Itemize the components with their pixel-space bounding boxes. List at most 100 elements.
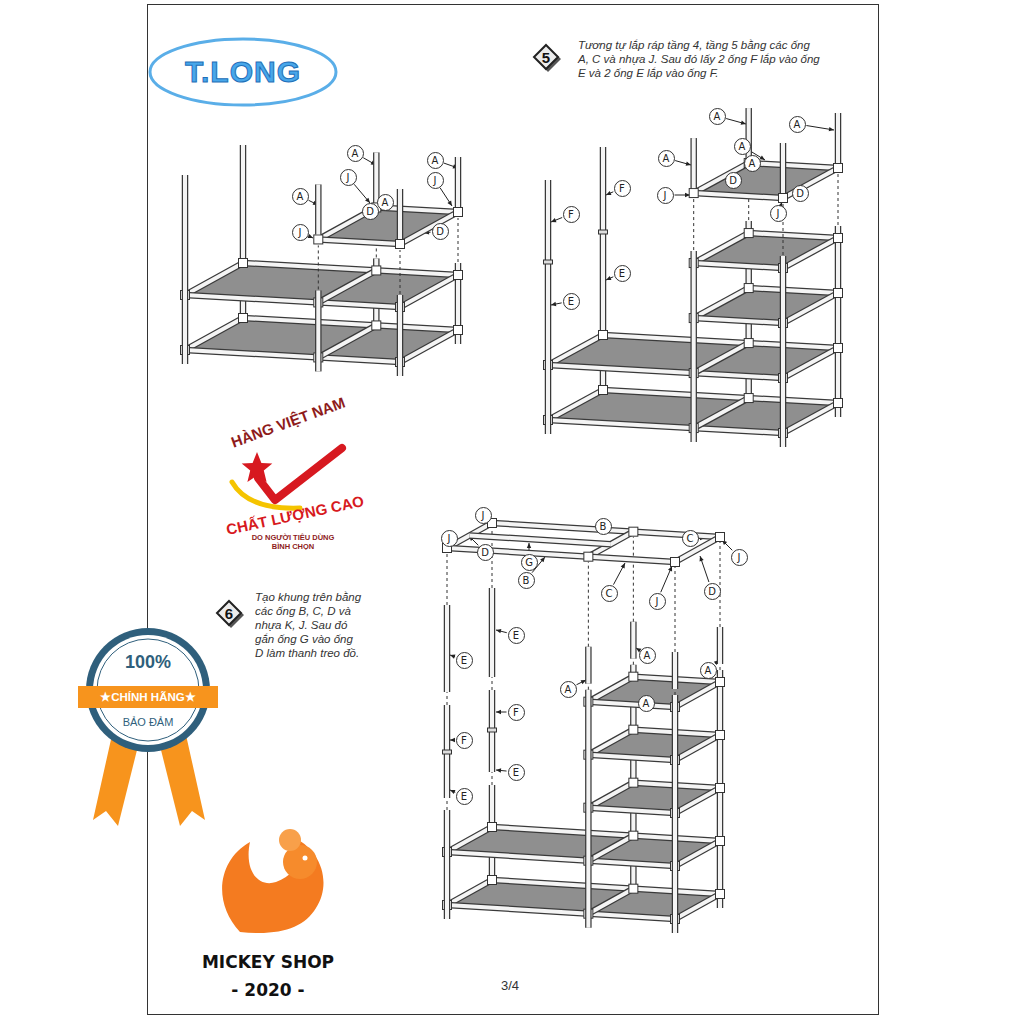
pipe-joint	[443, 750, 452, 754]
tube	[318, 325, 376, 357]
tube	[675, 788, 720, 813]
connector-joint	[744, 284, 753, 293]
tube-outline	[630, 622, 637, 659]
connector-joint	[834, 164, 843, 173]
leader-arrowhead	[686, 162, 691, 166]
tube	[781, 143, 785, 193]
node-text: T.LONG	[185, 55, 301, 89]
leader-arrowhead	[700, 556, 704, 561]
tube	[694, 163, 749, 193]
tube	[400, 212, 458, 244]
tube	[400, 275, 458, 307]
shelf-fabric	[588, 730, 720, 760]
assembly-guide	[720, 664, 721, 670]
tube-outline	[675, 894, 720, 919]
tube-outline	[489, 785, 496, 815]
connector-joint	[834, 289, 843, 298]
connector-joint	[584, 552, 593, 561]
leader-line	[551, 218, 562, 222]
leader-arrowhead	[450, 790, 455, 794]
logo-text: DO NGƯỜI TIÊU DÙNG BÌNH CHỌN	[247, 533, 339, 551]
tube-outline	[780, 143, 787, 193]
tube	[783, 238, 838, 268]
step-number: 5	[533, 44, 559, 70]
assembly-guide	[693, 199, 694, 250]
tube-outline	[492, 827, 720, 841]
tube	[694, 318, 783, 323]
step-number: 6	[216, 600, 242, 626]
tube-outline	[444, 605, 451, 692]
callout-letter: A	[292, 188, 309, 205]
tube-outline	[548, 390, 603, 420]
connector-joint	[239, 314, 248, 323]
tube-outline	[585, 690, 592, 928]
tube	[675, 894, 720, 919]
node-text: 100%	[125, 652, 171, 673]
tube	[749, 163, 838, 168]
tube-outline	[588, 889, 633, 914]
callout-letter: J	[731, 549, 748, 566]
tube	[456, 157, 460, 212]
tube-outline	[717, 627, 724, 664]
tube-outline	[749, 233, 838, 238]
callout-letter: A	[658, 150, 675, 167]
leader-arrowhead	[829, 127, 834, 131]
page-border	[148, 5, 879, 1015]
callout-letter: J	[292, 224, 309, 241]
tube-outline	[588, 755, 675, 760]
assembly-guide	[588, 562, 589, 647]
tube-outline	[447, 852, 675, 866]
tube-outline	[588, 783, 633, 808]
tube-outline	[185, 318, 243, 350]
tube	[548, 420, 783, 433]
connector-joint	[629, 778, 638, 787]
tube-outline	[783, 403, 838, 433]
assembly-guide	[633, 537, 634, 622]
tube-outline	[694, 398, 749, 428]
tube	[692, 138, 696, 188]
tube	[398, 295, 402, 376]
tube	[588, 702, 675, 707]
tube-outline	[749, 288, 838, 293]
connector-joint	[454, 271, 463, 280]
tube	[673, 652, 677, 689]
assembly-guide	[492, 772, 493, 785]
connector-joint	[599, 331, 608, 340]
assembly-guide	[633, 659, 634, 665]
callout-letter: A	[734, 138, 751, 155]
tube	[783, 348, 838, 378]
shelf-fabric	[588, 783, 720, 813]
tube-outline	[315, 290, 322, 371]
assembly-guide	[588, 684, 589, 690]
tube-outline	[318, 325, 376, 357]
callout-letter: E	[508, 627, 525, 644]
callout-letter: J	[441, 530, 458, 547]
assembly-guide	[492, 677, 493, 690]
leader-line	[613, 563, 625, 585]
callout-letter: F	[456, 732, 473, 749]
tube	[316, 184, 320, 234]
connector-joint	[372, 266, 381, 275]
tube	[548, 365, 783, 378]
callout-letter: G	[521, 554, 538, 571]
tube-outline	[447, 827, 492, 852]
assembly-guide	[675, 567, 676, 652]
connector-joint	[716, 533, 725, 542]
page-number: 3/4	[501, 978, 519, 993]
tube	[586, 690, 590, 928]
tube	[588, 677, 633, 702]
connector-joint	[396, 240, 405, 249]
assembly-guide	[447, 798, 448, 810]
leader-line	[726, 119, 746, 124]
leader-line	[354, 184, 370, 203]
tube	[490, 785, 494, 815]
tube-outline	[694, 163, 749, 193]
tube	[718, 627, 722, 664]
assembly-guide	[447, 553, 448, 605]
tube	[318, 270, 376, 302]
leader-arrowhead	[496, 629, 501, 633]
tube	[588, 730, 633, 755]
tube	[447, 905, 675, 919]
tube-outline	[185, 295, 400, 307]
